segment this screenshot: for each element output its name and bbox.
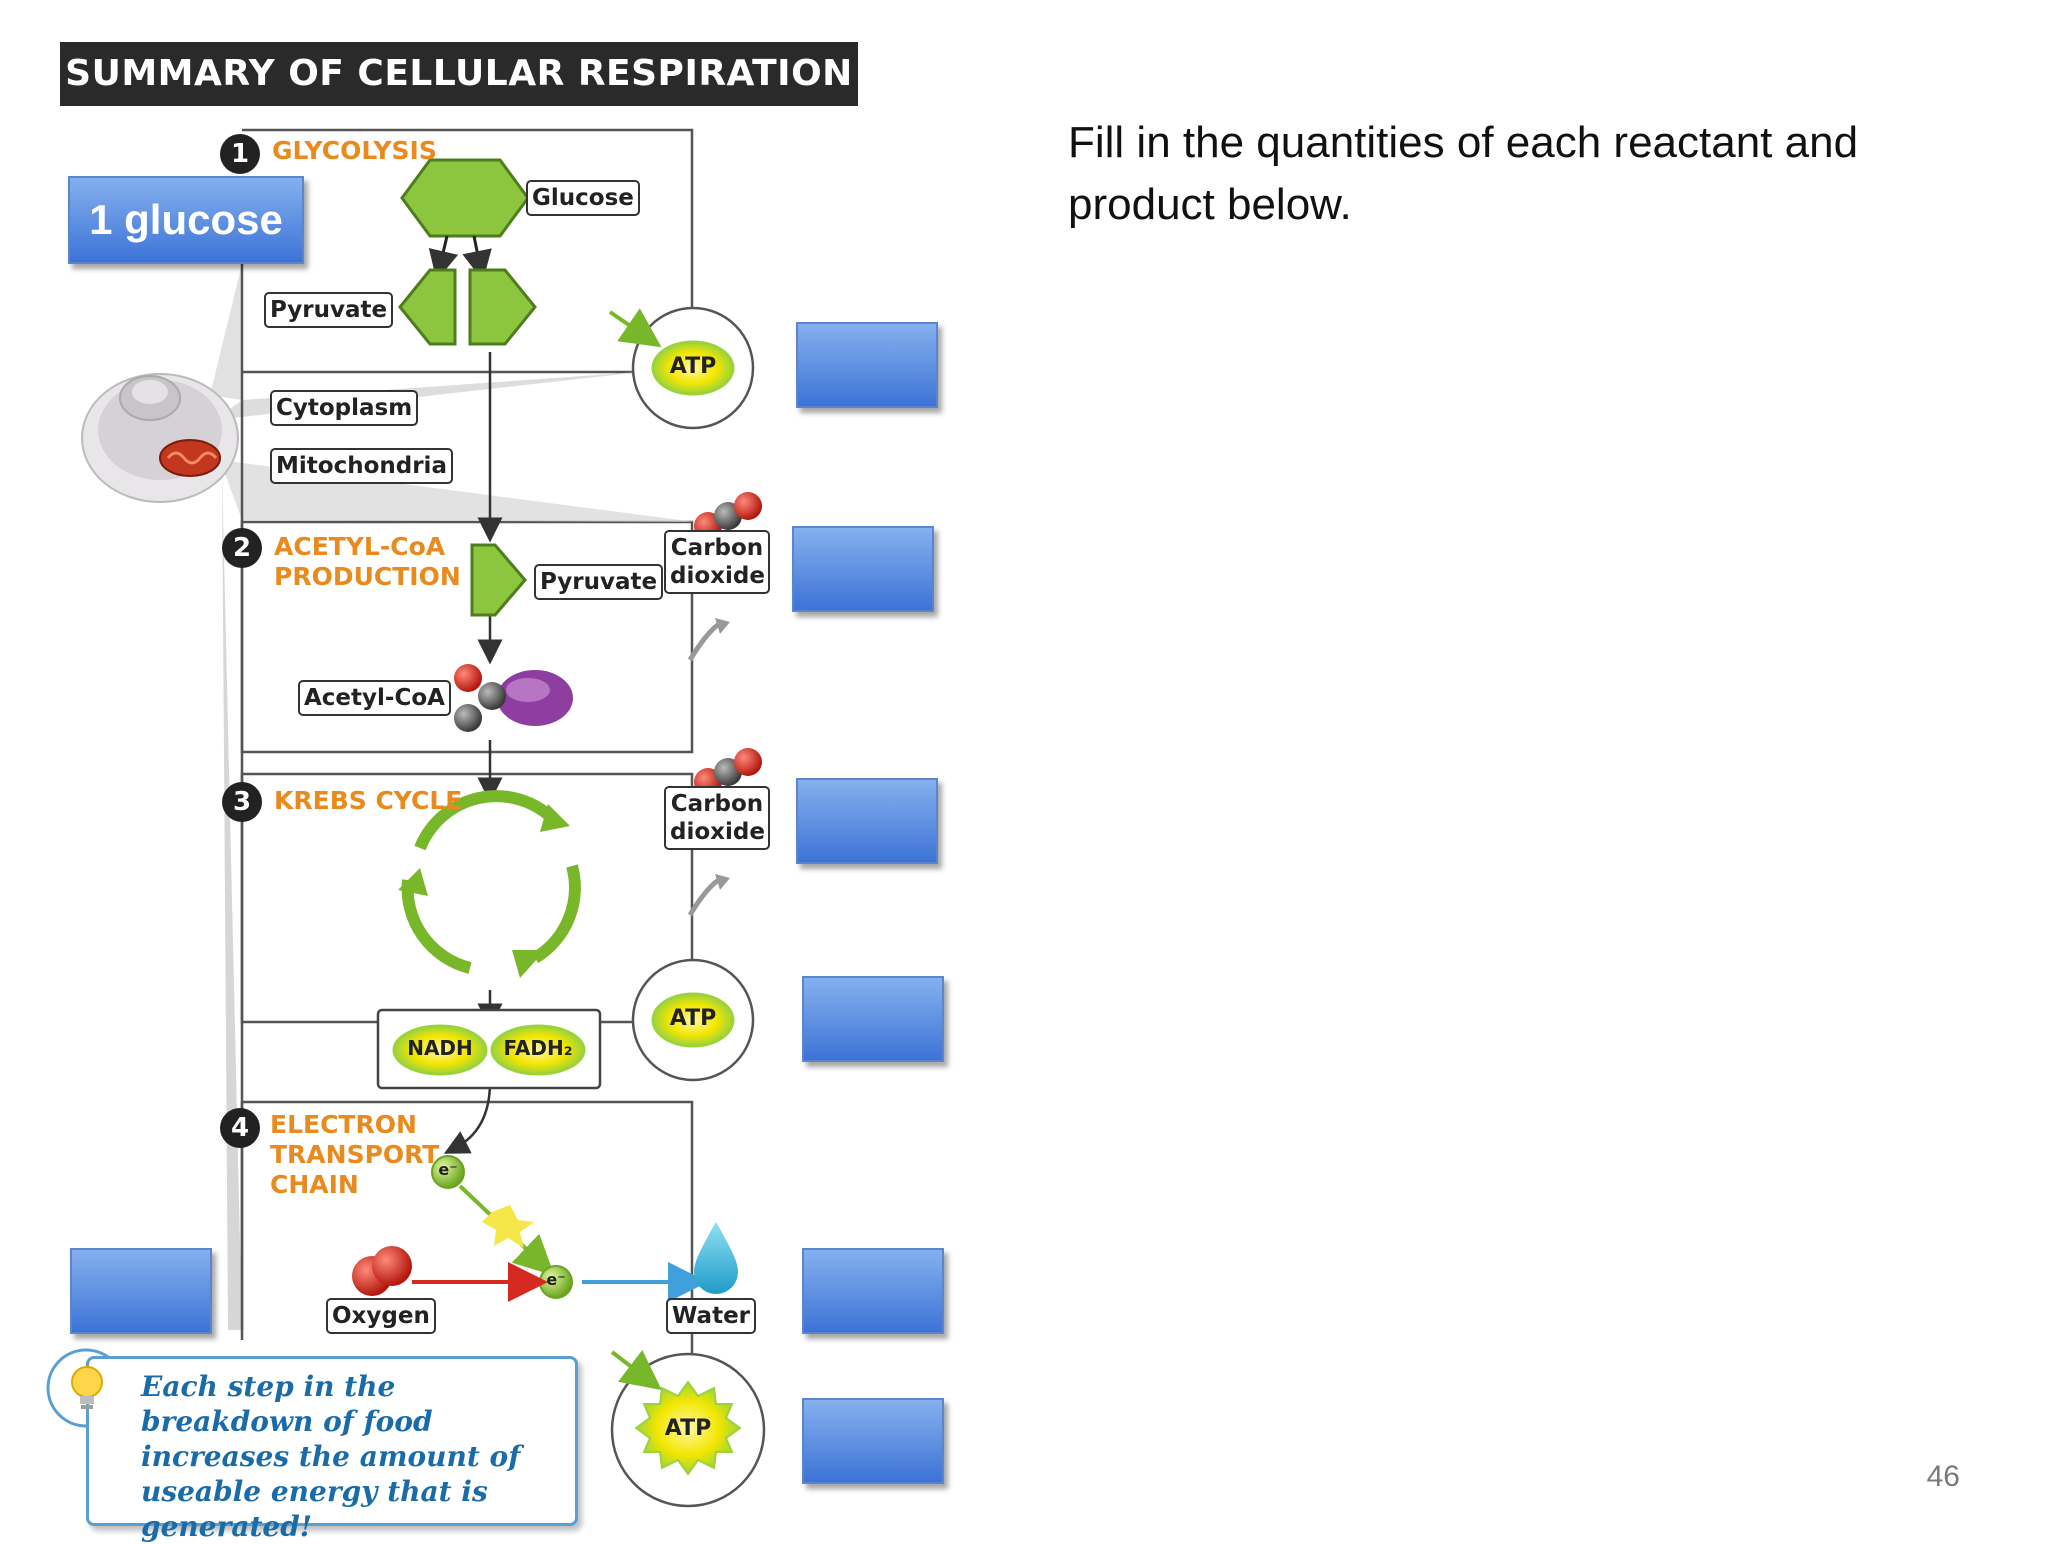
step-title-etc-line1: ELECTRON [270,1110,417,1139]
answer-box-krebs-atp[interactable] [802,976,944,1062]
instruction-text: Fill in the quantities of each reactant … [1068,118,1859,229]
step-title-krebs-cycle: KREBS CYCLE [274,786,463,815]
label-oxygen: Oxygen [326,1298,436,1334]
lightbulb-icon [71,1366,103,1409]
label-carbon-dioxide-2: Carbon dioxide [664,786,770,850]
answer-box-acetyl-coa-co2[interactable] [792,526,934,612]
step-title-acetyl-coa-line2: PRODUCTION [274,562,461,591]
cell-illustration [81,373,239,503]
label-carbon-dioxide-1: Carbon dioxide [664,530,770,594]
step-title-etc-line2: TRANSPORT [270,1140,440,1169]
answer-box-water[interactable] [802,1248,944,1334]
label-acetyl-coa: Acetyl-CoA [298,680,451,716]
step-title-etc-line3: CHAIN [270,1170,359,1199]
label-water: Water [666,1298,757,1334]
atp-label-3: ATP [664,1416,712,1441]
label-pyruvate-2: Pyruvate [534,564,664,600]
label-pyruvate-1: Pyruvate [264,292,394,328]
answer-box-oxygen[interactable] [70,1248,212,1334]
step-number-3: 3 [222,782,262,822]
step-number-1: 1 [220,134,260,174]
label-mitochondria: Mitochondria [270,448,453,484]
step-number-2: 2 [222,528,262,568]
label-carbon-dioxide-2-line2: dioxide [670,819,765,845]
tip-text: Each step in the breakdown of food incre… [141,1370,521,1543]
diagram-title: SUMMARY OF CELLULAR RESPIRATION [60,42,858,106]
step-title-acetyl-coa-line1: ACETYL-CoA [274,532,446,561]
page-number: 46 [1926,1460,1960,1493]
label-carbon-dioxide-1-line1: Carbon [670,535,764,561]
electron-label-1: e⁻ [438,1160,458,1179]
atp-label-1: ATP [669,354,717,379]
answer-box-etc-atp[interactable] [802,1398,944,1484]
label-carbon-dioxide-1-line2: dioxide [670,563,765,589]
step-title-glycolysis: GLYCOLYSIS [272,136,437,165]
label-carbon-dioxide-2-line1: Carbon [670,791,764,817]
step-number-4: 4 [220,1108,260,1148]
label-cytoplasm: Cytoplasm [270,390,419,426]
electron-label-2: e⁻ [546,1270,566,1289]
answer-box-krebs-co2[interactable] [796,778,938,864]
nadh-label: NADH [407,1036,473,1060]
answer-box-glycolysis-atp[interactable] [796,322,938,408]
fadh2-label: FADH₂ [503,1036,573,1060]
atp-label-2: ATP [669,1006,717,1031]
label-glucose: Glucose [526,180,640,216]
glucose-quantity-box: 1 glucose [68,176,304,264]
tip-callout: Each step in the breakdown of food incre… [86,1356,578,1543]
